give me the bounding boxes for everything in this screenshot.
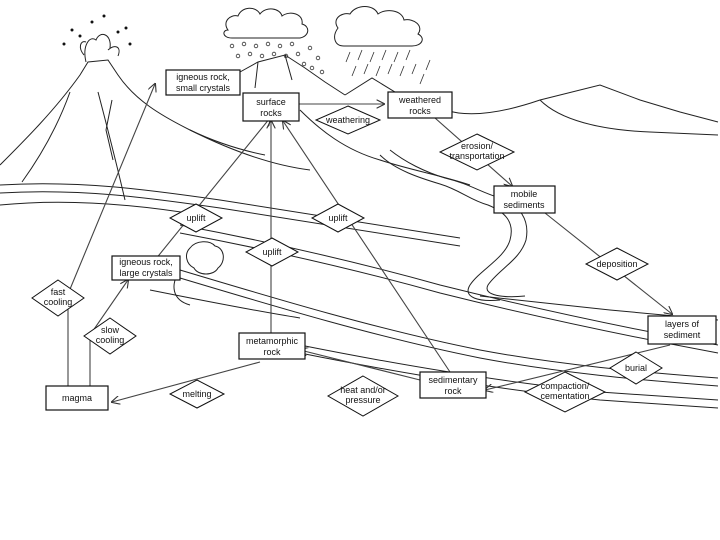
surface-rocks-line1: surface [256,97,286,107]
mobile-sediments-node: mobile sediments [493,185,556,214]
cloud-left [223,7,309,39]
layers-of-sediment-line2: sediment [664,330,701,340]
compaction-line1: compaction/ [541,381,590,391]
igneous-small-line2: small crystals [176,83,231,93]
deposition-process: deposition [584,247,650,281]
pluton [186,241,224,275]
magma-label: magma [62,393,92,403]
eruption-plume [62,14,132,63]
sedimentary-rock-line1: sedimentary [428,375,478,385]
compaction-cementation-process: compaction/ cementation [523,371,607,413]
igneous-large-line1: igneous rock, [119,257,173,267]
metamorphic-rock-line1: metamorphic [246,336,299,346]
melting-process: melting [168,379,226,409]
cycle-arrows [67,84,672,402]
compaction-line2: cementation [540,391,589,401]
erosion-transportation-process: erosion/ transportation [438,133,516,171]
layers-of-sediment-line1: layers of [665,319,700,329]
metamorphic-rock-node: metamorphic rock [238,332,306,360]
burial-label: burial [625,363,647,373]
cloud-right [334,6,423,47]
weathered-rocks-line2: rocks [409,106,431,116]
fast-cooling-process: fast cooling [31,279,85,317]
surface-rocks-line2: rocks [260,108,282,118]
heat-pressure-process: heat and/or pressure [326,375,400,417]
surface-rocks-node: surface rocks [242,92,300,122]
erosion-line2: transportation [449,151,504,161]
weathered-rocks-node: weathered rocks [387,91,453,119]
heat-pressure-line1: heat and/or [340,385,386,395]
fast-cooling-line1: fast [51,287,66,297]
igneous-small-line1: igneous rock, [176,72,230,82]
erosion-line1: erosion/ [461,141,494,151]
uplift-right-process: uplift [310,203,366,233]
deposition-label: deposition [596,259,637,269]
uplift-left-label: uplift [186,213,206,223]
igneous-large-crystals-node: igneous rock, large crystals [111,255,181,281]
river [379,154,512,301]
uplift-right-label: uplift [328,213,348,223]
weathering-process: weathering [314,105,382,135]
uplift-center-label: uplift [262,247,282,257]
uplift-center-process: uplift [244,237,300,267]
precipitation [229,41,431,85]
fast-cooling-line2: cooling [44,297,73,307]
igneous-small-crystals-node: igneous rock, small crystals [165,69,241,96]
sedimentary-rock-node: sedimentary rock [419,371,487,399]
uplift-left-process: uplift [168,203,224,233]
slow-cooling-process: slow cooling [83,317,137,355]
slow-cooling-line1: slow [101,325,120,335]
sea-surface [479,295,719,321]
mobile-sediments-line1: mobile [511,189,538,199]
burial-process: burial [609,351,663,385]
igneous-large-line2: large crystals [119,268,173,278]
melting-label: melting [182,389,211,399]
slow-cooling-line2: cooling [96,335,125,345]
mobile-sediments-line2: sediments [503,200,545,210]
weathering-label: weathering [325,115,370,125]
volcano [0,59,266,166]
heat-pressure-line2: pressure [345,395,380,405]
weathered-rocks-line1: weathered [398,95,441,105]
layers-of-sediment-node: layers of sediment [647,315,717,345]
magma-node: magma [45,385,109,411]
sedimentary-rock-line2: rock [444,386,462,396]
metamorphic-rock-line2: rock [263,347,281,357]
